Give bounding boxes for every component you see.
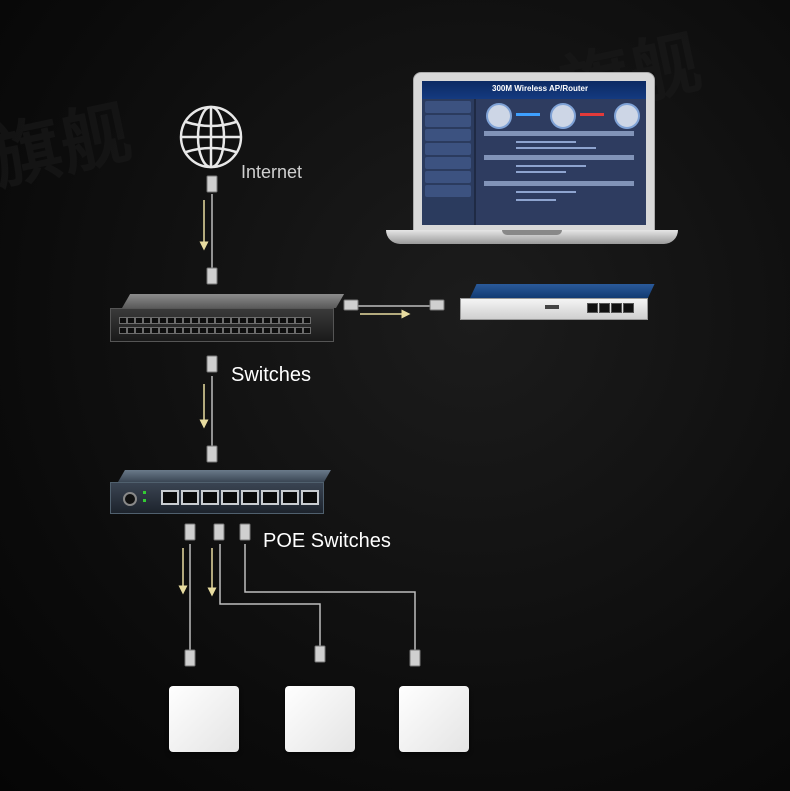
switch-port bbox=[143, 327, 151, 334]
rj45-connector-icon bbox=[409, 649, 421, 667]
switch-port bbox=[231, 317, 239, 324]
switch-port bbox=[127, 317, 135, 324]
rj45-connector-icon bbox=[206, 355, 218, 373]
access-point-icon bbox=[399, 686, 469, 752]
rj45-connector-icon bbox=[213, 523, 225, 541]
switch-port bbox=[175, 317, 183, 324]
rj45-connector-icon bbox=[206, 267, 218, 285]
router-icon bbox=[460, 284, 655, 320]
switch-port bbox=[255, 327, 263, 334]
rj45-connector-icon bbox=[343, 299, 359, 311]
switch-port bbox=[295, 317, 303, 324]
access-point-icon bbox=[285, 686, 355, 752]
switch-port bbox=[287, 327, 295, 334]
switch-port bbox=[127, 327, 135, 334]
switch-port bbox=[151, 327, 159, 334]
switch-port bbox=[159, 327, 167, 334]
switch-port bbox=[159, 317, 167, 324]
switch-port bbox=[247, 327, 255, 334]
poe-switches-label: POE Switches bbox=[263, 530, 391, 552]
switch-port bbox=[223, 327, 231, 334]
access-point-icon bbox=[169, 686, 239, 752]
switch-port bbox=[279, 317, 287, 324]
switch-port bbox=[223, 317, 231, 324]
switch-port bbox=[247, 317, 255, 324]
switch-port bbox=[135, 317, 143, 324]
switch-port bbox=[303, 327, 311, 334]
switch-port bbox=[167, 317, 175, 324]
switch-port bbox=[199, 327, 207, 334]
switch-icon bbox=[110, 294, 345, 346]
switch-port bbox=[287, 317, 295, 324]
switch-port bbox=[295, 327, 303, 334]
switch-port bbox=[183, 317, 191, 324]
globe-icon bbox=[179, 105, 243, 169]
switch-port bbox=[279, 327, 287, 334]
switch-port bbox=[199, 317, 207, 324]
router-admin-screen: 300M Wireless AP/Router bbox=[422, 81, 646, 225]
switch-port bbox=[151, 317, 159, 324]
switch-port bbox=[255, 317, 263, 324]
switch-port bbox=[175, 327, 183, 334]
switch-port bbox=[271, 327, 279, 334]
rj45-connector-icon bbox=[429, 299, 445, 311]
laptop-icon: 300M Wireless AP/Router bbox=[386, 72, 678, 244]
poe-switch-icon bbox=[110, 470, 331, 514]
rj45-connector-icon bbox=[206, 175, 218, 193]
rj45-connector-icon bbox=[239, 523, 251, 541]
switch-port bbox=[263, 317, 271, 324]
switch-port bbox=[239, 317, 247, 324]
switch-port bbox=[207, 327, 215, 334]
switch-port bbox=[271, 317, 279, 324]
rj45-connector-icon bbox=[206, 445, 218, 463]
switch-port bbox=[135, 327, 143, 334]
rj45-connector-icon bbox=[314, 645, 326, 663]
rj45-connector-icon bbox=[184, 649, 196, 667]
switch-port bbox=[263, 327, 271, 334]
switch-port bbox=[191, 317, 199, 324]
switch-port bbox=[239, 327, 247, 334]
rj45-connector-icon bbox=[184, 523, 196, 541]
switch-port bbox=[215, 317, 223, 324]
switch-port bbox=[215, 327, 223, 334]
internet-label: Internet bbox=[241, 162, 303, 182]
switch-port bbox=[119, 327, 127, 334]
switch-port bbox=[143, 317, 151, 324]
switch-port bbox=[183, 327, 191, 334]
switch-port bbox=[191, 327, 199, 334]
switch-port bbox=[167, 327, 175, 334]
switch-port bbox=[119, 317, 127, 324]
switch-port bbox=[303, 317, 311, 324]
switch-port bbox=[231, 327, 239, 334]
switches-label: Switches bbox=[231, 364, 312, 386]
switch-port bbox=[207, 317, 215, 324]
screen-title: 300M Wireless AP/Router bbox=[492, 84, 589, 93]
